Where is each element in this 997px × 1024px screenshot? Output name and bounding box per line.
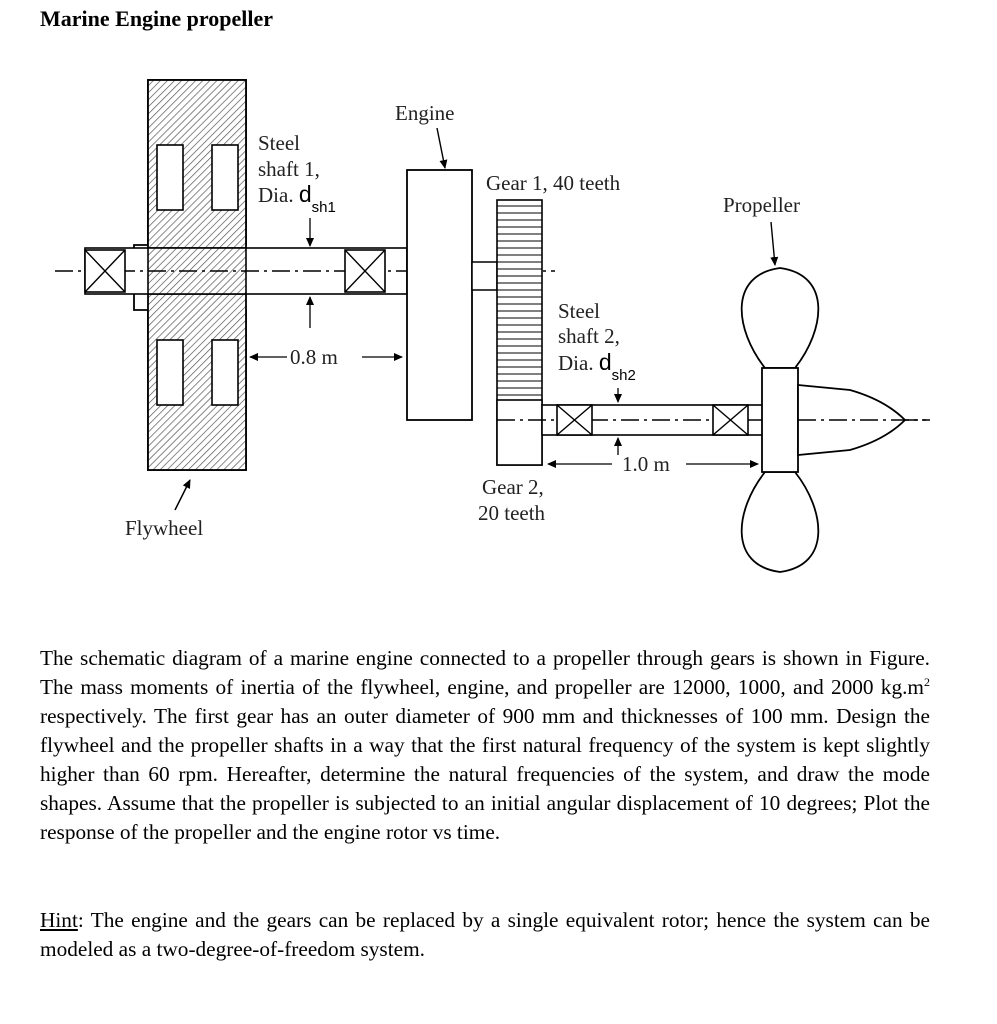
engine-label: Engine — [395, 101, 454, 125]
gear-2 — [496, 399, 543, 466]
gear1-label: Gear 1, 40 teeth — [486, 171, 621, 195]
page-title: Marine Engine propeller — [40, 6, 274, 31]
shaft1-label-line2: shaft 1, — [258, 157, 320, 181]
bearing-shaft2-right — [712, 404, 749, 436]
shaft2-label-line2: shaft 2, — [558, 324, 620, 348]
steel-shaft-1 — [55, 218, 555, 328]
length-0-8m-label: 0.8 m — [290, 345, 338, 369]
propeller — [740, 221, 930, 573]
shaft2-label-line3: Dia. dsh2 — [558, 349, 636, 384]
flywheel-label: Flywheel — [125, 516, 203, 540]
marine-engine-schematic: Engine Steel shaft 1, Dia. dsh1 Gear 1, … — [55, 79, 930, 573]
hint-label: Hint — [40, 908, 78, 932]
gear2-label-line2: 20 teeth — [478, 501, 546, 525]
hint-text: : The engine and the gears can be replac… — [40, 908, 930, 961]
engine — [406, 127, 498, 421]
length-1-0m-label: 1.0 m — [622, 452, 670, 476]
problem-statement: The schematic diagram of a marine engine… — [40, 646, 930, 844]
shaft1-label-line1: Steel — [258, 131, 300, 155]
propeller-label: Propeller — [723, 193, 800, 217]
hint-paragraph: Hint: The engine and the gears can be re… — [40, 906, 930, 964]
flywheel — [133, 79, 247, 511]
bearing-left — [84, 249, 126, 293]
shaft2-label-line1: Steel — [558, 299, 600, 323]
shaft1-label-line3: Dia. dsh1 — [258, 181, 336, 216]
steel-shaft-2 — [497, 388, 930, 455]
bearing-right — [344, 249, 386, 293]
gear2-label-line1: Gear 2, — [482, 475, 544, 499]
bearing-shaft2-left — [556, 404, 593, 436]
